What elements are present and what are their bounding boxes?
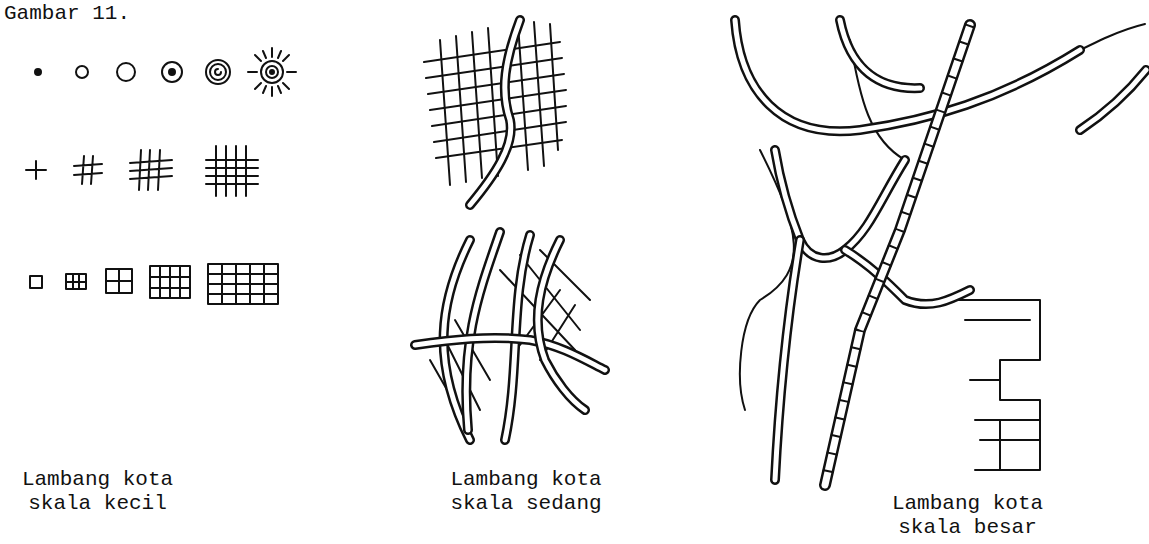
grid-symbols xyxy=(26,146,258,196)
block-symbols xyxy=(30,264,278,304)
scale-caption: Lambang kota skala besar xyxy=(880,492,1055,540)
scale-caption: Lambang kota skala sedang xyxy=(436,468,616,516)
scale-caption: Lambang kota skala kecil xyxy=(10,468,185,516)
figure-title: Gambar 11. xyxy=(4,2,130,26)
medium-scale-grid xyxy=(424,20,566,205)
point-symbols xyxy=(35,48,296,96)
medium-scale-streets xyxy=(415,232,605,440)
large-scale-map xyxy=(735,20,1146,485)
